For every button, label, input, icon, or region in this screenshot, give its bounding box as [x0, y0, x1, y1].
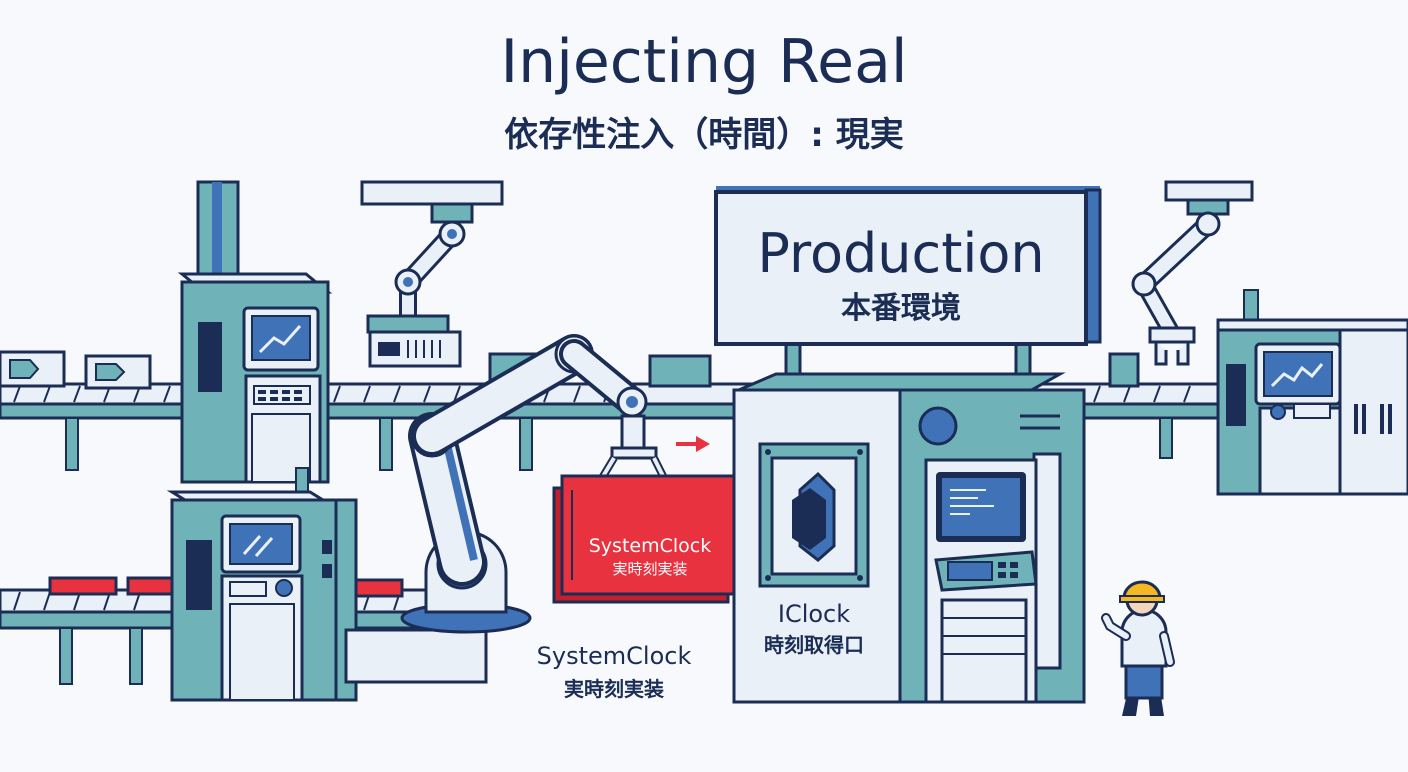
caption-name-ja: 実時刻実装: [564, 677, 664, 701]
belt-item: [648, 354, 712, 388]
monitor-screen: [251, 315, 311, 361]
hardhat-icon: [1122, 580, 1162, 600]
interface-name: IClock: [778, 600, 850, 628]
belt-item: [1108, 352, 1140, 388]
monitor-screen: [229, 523, 293, 565]
machine-lower-left: [166, 467, 488, 702]
machine-right: [1216, 289, 1408, 496]
hanging-robot-arm: [360, 180, 504, 368]
caption-name: SystemClock: [537, 642, 692, 670]
component-name: SystemClock: [589, 535, 711, 557]
keypad-icon: [1293, 403, 1331, 419]
systemclock-component: SystemClock 実時刻実装: [552, 474, 738, 604]
sign-subtitle: 本番環境: [841, 291, 961, 326]
red-belt-item: [48, 576, 118, 596]
arrow-icon: [676, 436, 710, 452]
machine-upper-left: [177, 272, 333, 484]
production-sign: Production 本番環境: [714, 186, 1102, 386]
right-robot-arm: [1131, 180, 1254, 366]
interface-name-ja: 時刻取得口: [764, 633, 864, 657]
worker-figure: [1101, 580, 1175, 716]
keypad-icon: [253, 385, 311, 405]
component-name-ja: 実時刻実装: [612, 560, 687, 578]
title-sub: 依存性注入（時間）: 現実: [504, 115, 903, 155]
belt-item: [84, 354, 152, 390]
keypad-icon: [229, 581, 267, 597]
chart-trend-icon: [258, 325, 302, 354]
sign-title: Production: [757, 222, 1044, 285]
chart-trend-icon: [1270, 363, 1324, 388]
title-main: Injecting Real: [500, 27, 907, 97]
belt-item: [0, 350, 66, 388]
main-robot-arm: [400, 334, 670, 634]
injection-machine: IClock 時刻取得口: [732, 372, 1086, 704]
